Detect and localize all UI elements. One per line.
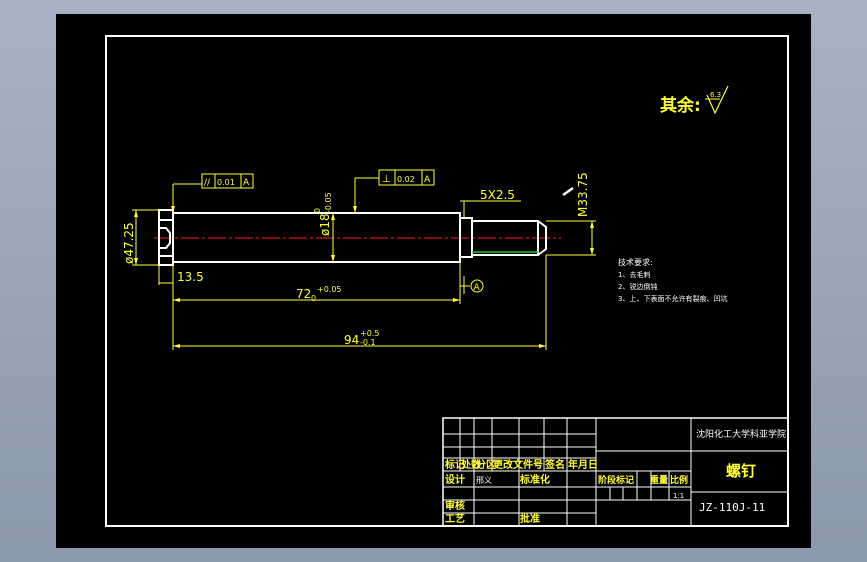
header-zone: 分区 — [476, 458, 496, 471]
label-stage: 阶段标记 — [598, 474, 634, 486]
dim-total-length-upper: +0.5 — [360, 329, 379, 338]
roughness-label: 其余: — [660, 95, 701, 116]
header-date: 年月日 — [568, 458, 598, 471]
note-item-3: 3、上、下表面不允许有裂痕、凹坑 — [618, 294, 727, 303]
label-scale: 比例 — [670, 474, 688, 486]
dimension-lines — [132, 177, 596, 350]
perpendicular-value: 0.02 — [397, 175, 415, 184]
header-mark: 标记 — [444, 458, 465, 471]
perpendicular-tolerance-frame: ⊥ 0.02 A — [378, 169, 435, 186]
dim-shaft-length-sup: +0.05 — [317, 285, 342, 294]
dim-total-length-base: 94 — [344, 333, 359, 347]
roughness-value: 6.3 — [710, 91, 721, 99]
dim-total-length: 94 +0.5 -0.1 — [344, 329, 379, 347]
datum-marker: A — [470, 279, 484, 293]
label-approve: 批准 — [520, 512, 540, 525]
datum-circle-icon — [470, 279, 484, 293]
school-name: 沈阳化工大学科亚学院 — [696, 428, 786, 440]
note-item-1: 1、去毛刺 — [618, 270, 650, 279]
parallel-datum: A — [243, 178, 250, 188]
dim-groove: 5X2.5 — [480, 188, 515, 202]
header-sign: 签名 — [544, 458, 565, 471]
relief-groove — [459, 217, 473, 258]
datum-label: A — [474, 283, 481, 293]
roughness-symbol-icon — [706, 85, 729, 115]
dimension-arrows — [134, 206, 594, 348]
thread-section — [472, 220, 547, 256]
dim-shaft-diameter-upper: 0 — [313, 208, 322, 213]
ratio-value: 1:1 — [673, 492, 684, 500]
dim-thread: M33.75 — [576, 172, 590, 217]
label-standard: 标准化 — [519, 473, 550, 486]
drawing-sheet: 其余: 6.3 — [56, 14, 811, 548]
header-change-doc: 更改文件号 — [493, 458, 543, 471]
label-process: 工艺 — [445, 512, 465, 525]
hex-socket-icon — [160, 227, 171, 249]
label-review: 审核 — [445, 499, 465, 512]
dim-shaft-diameter-lower: -0.05 — [324, 192, 333, 213]
dim-head-length: 13.5 — [177, 270, 204, 284]
perpendicular-datum: A — [424, 175, 431, 185]
dim-total-length-lower: -0.1 — [360, 338, 376, 347]
label-weight: 重量 — [650, 474, 668, 486]
label-design: 设计 — [445, 473, 465, 486]
thread-leader-mark — [562, 186, 574, 197]
dimension-texts: ø47.25 ø18 0 -0.05 M33.75 5X2.5 13.5 72 … — [122, 172, 590, 347]
dim-shaft-length-base: 72 — [296, 287, 311, 301]
header-count: 处数 — [460, 458, 482, 471]
designer-name: 邢义 — [476, 476, 492, 485]
note-item-2: 2、锐边倒钝 — [618, 282, 657, 291]
roughness-note: 其余: 6.3 — [660, 85, 729, 116]
drawing-number: JZ-110J-11 — [699, 501, 765, 514]
dim-shaft-length-sub: 0 — [311, 294, 316, 303]
dim-head-diameter: ø47.25 — [122, 222, 136, 264]
dim-shaft-length: 72 0 +0.05 — [296, 285, 342, 303]
perpendicular-symbol: ⊥ — [382, 174, 391, 185]
technical-notes: 技术要求: 1、去毛刺 2、锐边倒钝 3、上、下表面不允许有裂痕、凹坑 — [618, 257, 727, 303]
dim-shaft-diameter: ø18 0 -0.05 — [313, 192, 333, 236]
part-name: 螺钉 — [726, 462, 756, 480]
parallel-value: 0.01 — [217, 178, 235, 187]
parallel-tolerance-frame: // 0.01 A — [201, 173, 254, 189]
notes-title: 技术要求: — [618, 257, 653, 267]
bolt-shaft — [172, 212, 547, 263]
title-block: 沈阳化工大学科亚学院 螺钉 JZ-110J-11 1:1 标记 处数 分区 更改… — [442, 417, 789, 527]
dim-shaft-diameter-base: ø18 — [318, 213, 332, 236]
drawing-canvas: 其余: 6.3 — [105, 35, 789, 527]
parallel-symbol: // — [204, 178, 211, 188]
